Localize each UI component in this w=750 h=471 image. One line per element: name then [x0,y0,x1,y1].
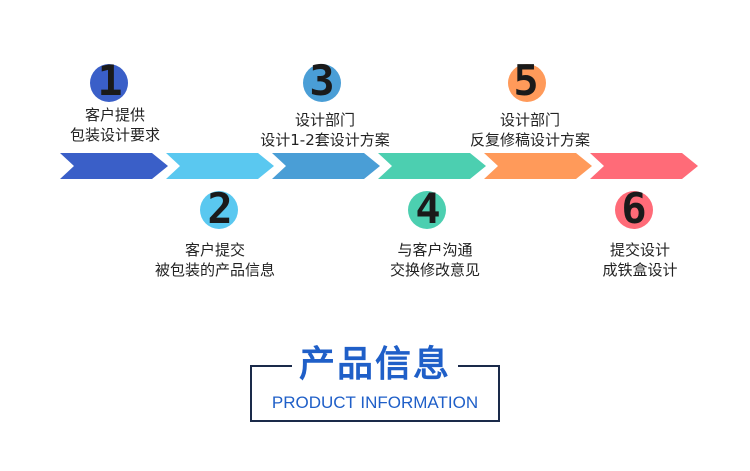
step-6-label: 提交设计 成铁盒设计 [570,240,710,280]
step-6-line1: 提交设计 [609,241,670,259]
step-5-number: 5 [513,56,539,105]
step-4-line1: 与客户沟通 [397,241,473,259]
step-6-arrow [590,153,698,179]
step-5-line2: 反复修稿设计方案 [469,131,590,149]
step-2-circle [200,191,238,229]
step-4-circle [408,191,446,229]
step-4-line2: 交换修改意见 [389,261,480,279]
step-2-arrow [166,153,274,179]
step-5-circle [508,64,546,102]
step-3-circle [303,64,341,102]
step-1-circle [90,64,128,102]
step-1-number: 1 [97,56,123,105]
step-5-line1: 设计部门 [499,111,560,129]
step-2-line1: 客户提交 [184,241,245,259]
step-5-label: 设计部门 反复修稿设计方案 [450,110,610,150]
step-2-line2: 被包装的产品信息 [154,261,275,279]
title-english: PRODUCT INFORMATION [271,393,479,412]
step-3-arrow [272,153,380,179]
step-4-number: 4 [415,184,441,233]
step-2-label: 客户提交 被包装的产品信息 [135,240,295,280]
step-3-line1: 设计部门 [294,111,355,129]
step-5-arrow [484,153,592,179]
step-3-number: 3 [309,56,335,105]
step-1-label: 客户提供 包装设计要求 [40,105,190,145]
step-1-arrow [60,153,168,179]
step-6-circle [615,191,653,229]
step-6-line2: 成铁盒设计 [602,261,678,279]
step-1-line2: 包装设计要求 [69,126,160,144]
step-4-arrow [378,153,486,179]
step-4-label: 与客户沟通 交换修改意见 [355,240,515,280]
step-1-line1: 客户提供 [84,106,145,124]
step-2-number: 2 [207,184,233,233]
title-chinese: 产品信息 [298,344,451,385]
step-3-line2: 设计1-2套设计方案 [260,131,390,149]
title-frame-gap [292,352,458,382]
step-6-number: 6 [621,184,647,233]
step-3-label: 设计部门 设计1-2套设计方案 [240,110,410,150]
